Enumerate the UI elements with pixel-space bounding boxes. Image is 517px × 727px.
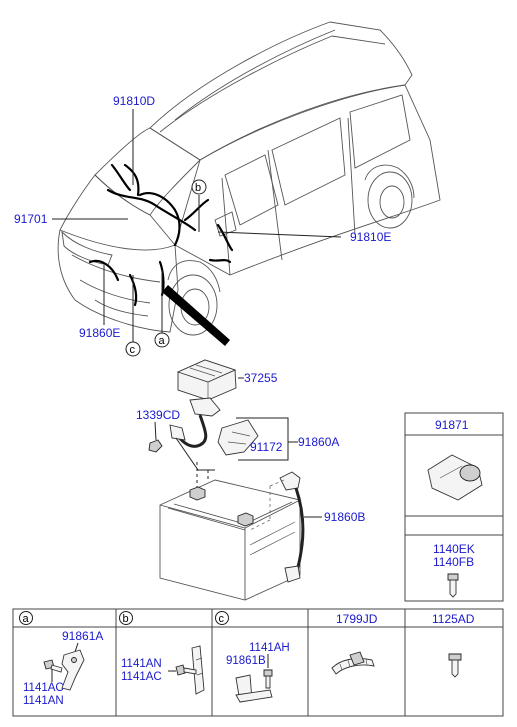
col-e-header-1125ad: 1125AD (432, 612, 475, 626)
grommet-1339cd (148, 439, 163, 453)
relay-box-37255 (176, 359, 237, 401)
label-1141ac-a: 1141AC (23, 682, 64, 694)
label-91860b: 91860B (324, 510, 365, 524)
cable-tie-1799jd (331, 651, 375, 675)
bolt-1141ah (263, 669, 273, 689)
label-91172: 91172 (250, 440, 283, 454)
label-91861a: 91861A (62, 629, 103, 643)
label-91861b: 91861B (226, 655, 266, 667)
label-91860e: 91860E (79, 326, 120, 340)
label-1141an-b: 1141AN (121, 658, 162, 670)
col-c-header: c (215, 611, 229, 625)
negative-cable-91860b (279, 471, 305, 583)
label-1141ah: 1141AH (249, 642, 290, 654)
bolt-1141ac (43, 659, 63, 673)
bracket-91861b (235, 674, 273, 703)
bracket-b (191, 645, 205, 695)
callout-c: c (125, 341, 141, 357)
label-91810d: 91810D (113, 94, 155, 108)
label-1141an-a: 1141AN (23, 695, 64, 707)
positive-cable-91860a (169, 397, 259, 456)
label-91860a: 91860A (298, 435, 339, 449)
side-parts-table (404, 412, 504, 602)
col-a-header: a (19, 611, 33, 625)
svg-text:a: a (159, 335, 166, 347)
side-table-header-91871: 91871 (435, 418, 469, 432)
col-b-header: b (119, 611, 133, 625)
label-91810e: 91810E (350, 230, 391, 244)
callout-b: b (191, 179, 207, 195)
label-1141ac-b: 1141AC (121, 671, 162, 683)
clip-91861a (61, 649, 85, 691)
svg-text:c: c (130, 344, 136, 356)
bolt-1125ad (448, 653, 462, 678)
bolt-icon (447, 573, 459, 598)
bolt-1141an (175, 664, 197, 676)
svg-text:a: a (23, 613, 30, 625)
bottom-parts-table (12, 608, 504, 717)
van-illustration (57, 21, 441, 336)
label-1140ek: 1140EK (433, 542, 475, 556)
svg-text:b: b (123, 613, 129, 625)
connector-91871 (427, 454, 483, 501)
label-1339cd: 1339CD (136, 408, 180, 422)
svg-text:c: c (219, 613, 225, 625)
col-d-header-1799jd: 1799JD (336, 612, 378, 626)
svg-text:b: b (195, 182, 201, 194)
label-37255: 37255 (244, 371, 278, 385)
label-1140fb: 1140FB (433, 555, 474, 569)
battery (159, 479, 301, 601)
callout-a: a (154, 332, 170, 348)
van-harness (88, 163, 234, 346)
label-91701: 91701 (14, 212, 48, 226)
